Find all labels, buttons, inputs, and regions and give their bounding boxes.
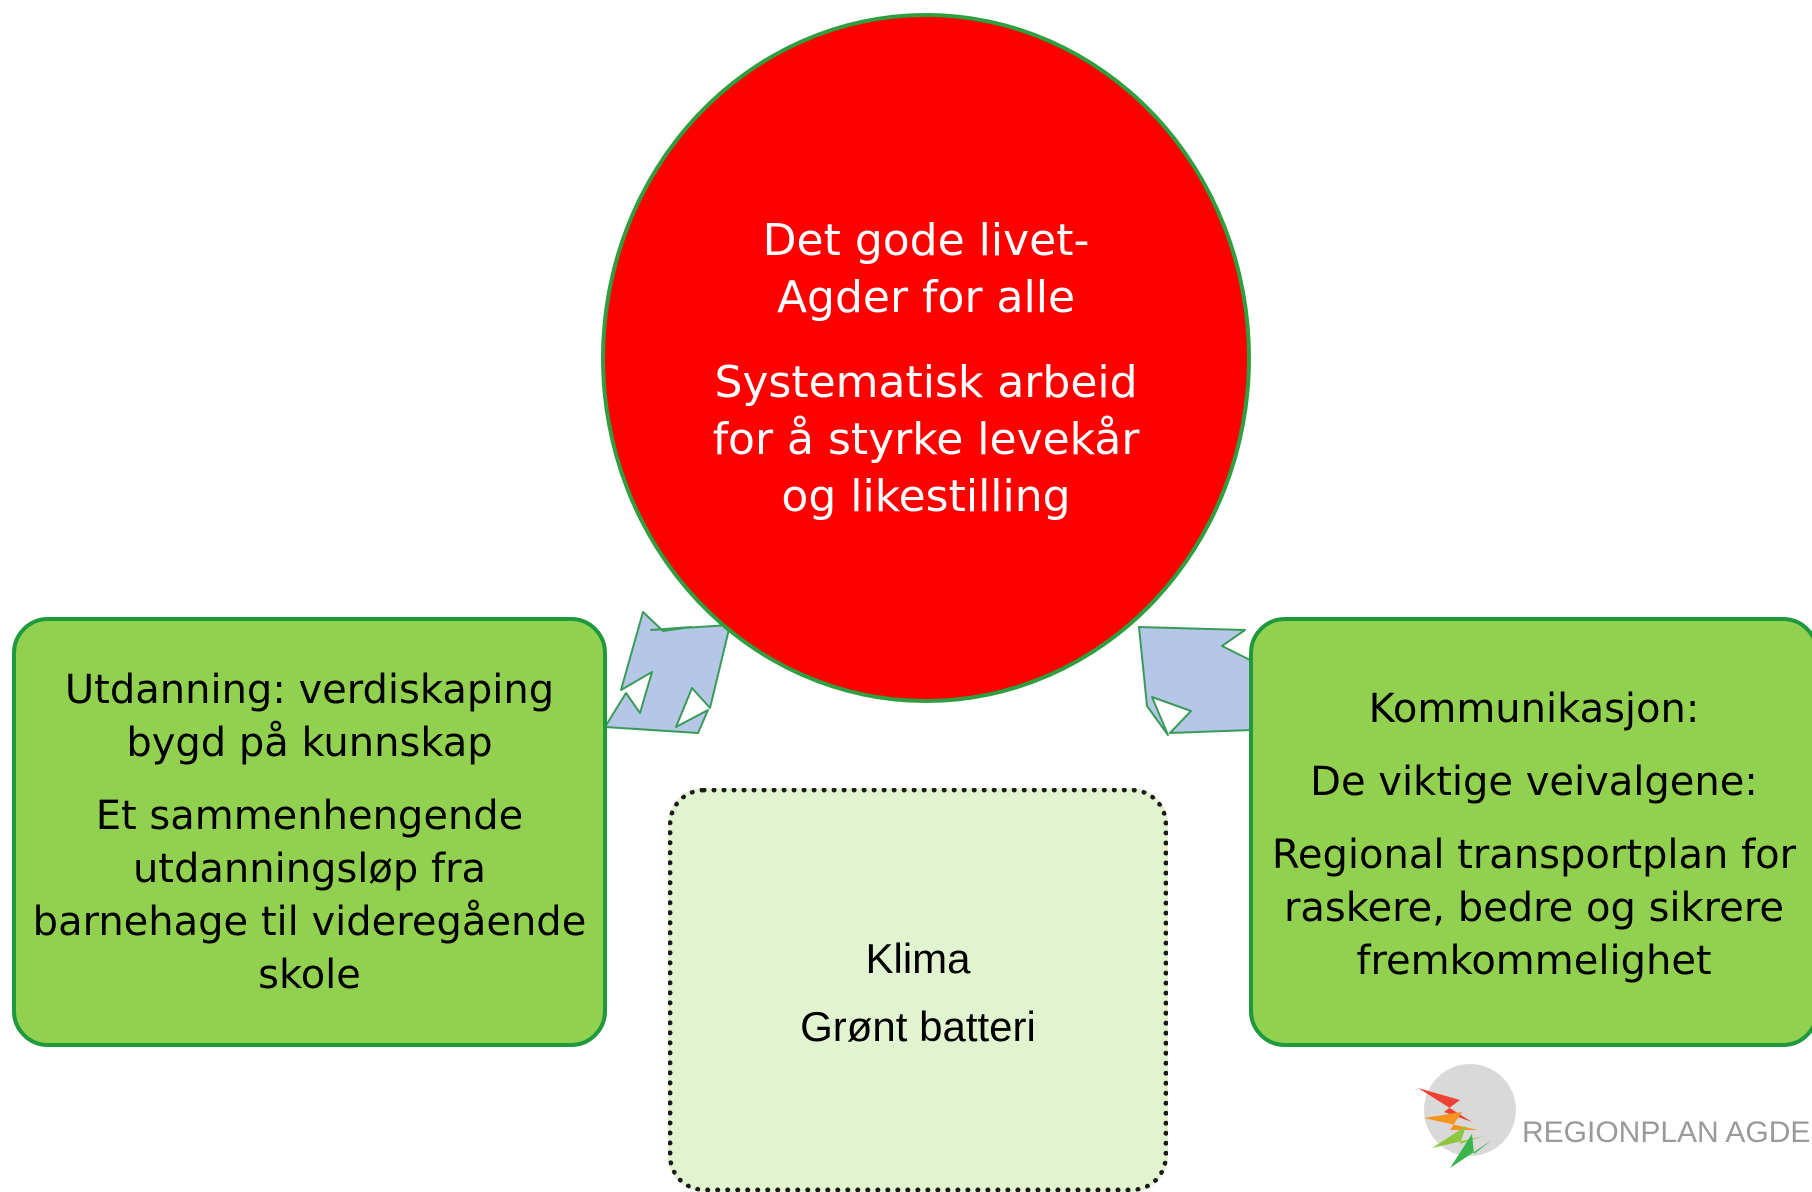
education-line-4: utdanningsløp fra (132, 846, 487, 892)
education-line-5: barnehage til videregående (32, 899, 587, 945)
climate-line-2: Grønt batteri (800, 1003, 1036, 1050)
center-goal-circle: Det gode livet- Agder for alle Systemati… (601, 13, 1251, 703)
left-double-arrow (604, 611, 731, 734)
education-line-1: Utdanning: verdiskaping (64, 667, 555, 713)
education-line-6: skole (258, 952, 361, 998)
communication-line-5: fremkommelighet (1356, 938, 1712, 984)
communication-line-2: De viktige veivalgene: (1310, 759, 1758, 805)
education-box: Utdanning: verdiskaping bygd på kunnskap… (12, 617, 607, 1047)
climate-box: Klima Grønt batteri (668, 788, 1168, 1192)
center-body-line-1: Systematisk arbeid (714, 357, 1138, 408)
communication-box: Kommunikasjon: De viktige veivalgene: Re… (1249, 617, 1812, 1047)
center-title-line-1: Det gode livet- (762, 215, 1090, 266)
center-body-line-3: og likestilling (781, 471, 1071, 522)
communication-line-4: raskere, bedre og sikrere (1283, 885, 1785, 931)
regionplan-logo-icon (1418, 1064, 1516, 1168)
communication-line-1: Kommunikasjon: (1368, 686, 1700, 732)
center-body-line-2: for å styrke levekår (712, 414, 1140, 465)
education-line-3: Et sammenhengende (95, 793, 524, 839)
education-line-2: bygd på kunnskap (126, 720, 493, 766)
regionplan-logo-text: REGIONPLAN AGDER (1522, 1116, 1812, 1149)
center-title-line-2: Agder for alle (776, 272, 1076, 323)
regionplan-logo: REGIONPLAN AGDER (1414, 1060, 1812, 1180)
climate-line-1: Klima (865, 935, 971, 982)
communication-line-3: Regional transportplan for (1271, 832, 1797, 878)
right-double-arrow (1138, 626, 1253, 736)
